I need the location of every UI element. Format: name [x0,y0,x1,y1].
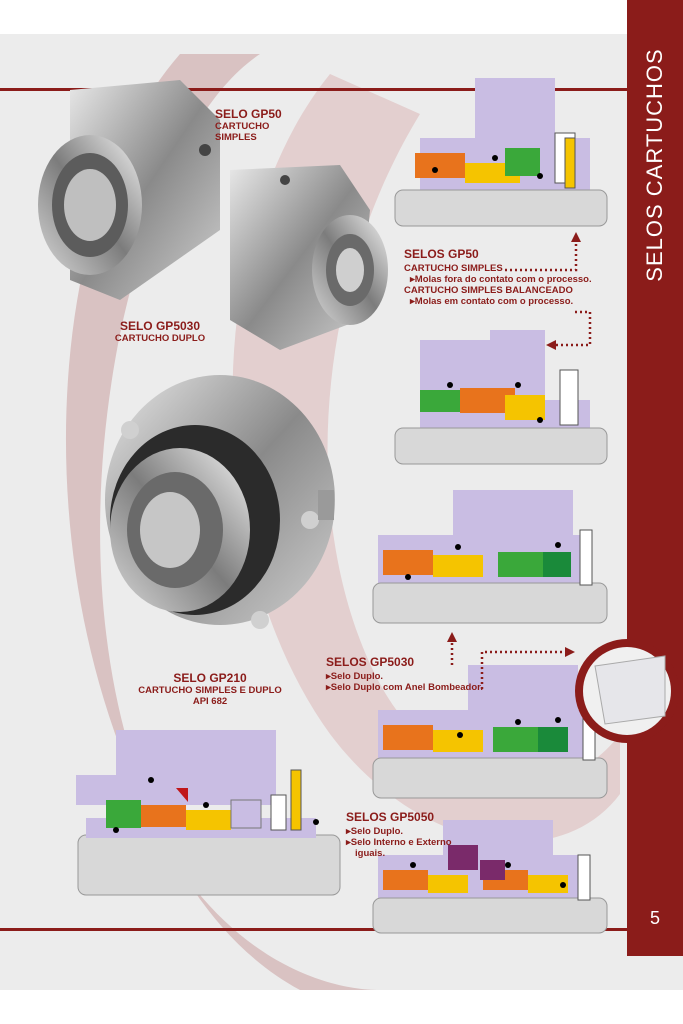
gp50-photo-title: SELO GP50 [215,107,282,121]
gp50-photo-subtitle: CARTUCHO SIMPLES [215,120,270,143]
gp5030-desc-bullet2: Selo Duplo com Anel Bombeador. [326,682,526,694]
gp210-line1: CARTUCHO SIMPLES E DUPLO [138,684,282,696]
gp5030-diagram-2 [372,665,608,799]
gp5030-photo-subtitle: CARTUCHO DUPLO [114,332,206,344]
gp50-desc-bullet1: Molas fora do contato com o processo. [404,274,624,286]
connector-arrows [447,232,592,689]
gp210-section-diagram [76,730,341,896]
sidebar-title: SELOS CARTUCHOS [627,0,683,330]
gp5050-desc-bullet1: Selo Duplo. [346,826,486,838]
gp50-simple-diagram [394,78,608,227]
gp5050-desc-title: SELOS GP5050 [346,810,435,824]
gp50-balanced-diagram [394,330,608,465]
gp5030-diagram-1 [372,490,608,624]
sidebar [627,0,683,956]
gp5030-photo-title: SELO GP5030 [119,319,201,333]
top-rule [0,88,627,91]
gp5030-desc-bullet1: Selo Duplo. [326,671,526,683]
gp5050-desc-bullet2: Selo Interno e Externo [346,837,486,849]
page-number: 5 [649,908,660,928]
gp5050-description: SELOS GP5050 Selo Duplo. Selo Interno e … [346,810,486,860]
gp50-desc-line1: CARTUCHO SIMPLES [404,262,503,274]
gp50-desc-line2: CARTUCHO SIMPLES BALANCEADO [404,284,573,296]
gp210-label: SELO GP210 CARTUCHO SIMPLES E DUPLO API … [115,671,305,708]
gp5030-photo-label: SELO GP5030 CARTUCHO DUPLO [80,319,240,345]
gp5050-desc-bullet2-cont: iguais. [355,847,386,859]
sidebar-title-text: SELOS CARTUCHOS [642,48,667,282]
gp5030-desc-title: SELOS GP5030 [326,655,415,669]
bottom-rule [0,928,627,931]
gp50-desc-title: SELOS GP50 [404,247,479,261]
gp210-photo [105,375,335,629]
detail-inset-circle [575,639,679,743]
gp50-photo-label: SELO GP50 CARTUCHO SIMPLES [170,107,310,144]
gp50-description: SELOS GP50 CARTUCHO SIMPLES Molas fora d… [404,247,624,308]
gp210-line2: API 682 [192,695,228,707]
gp50-desc-bullet2: Molas em contato com o processo. [404,296,624,308]
gp210-title: SELO GP210 [173,671,247,685]
gp5030-description: SELOS GP5030 Selo Duplo. Selo Duplo com … [326,655,526,694]
gp50-gp5030-photo [38,80,388,350]
